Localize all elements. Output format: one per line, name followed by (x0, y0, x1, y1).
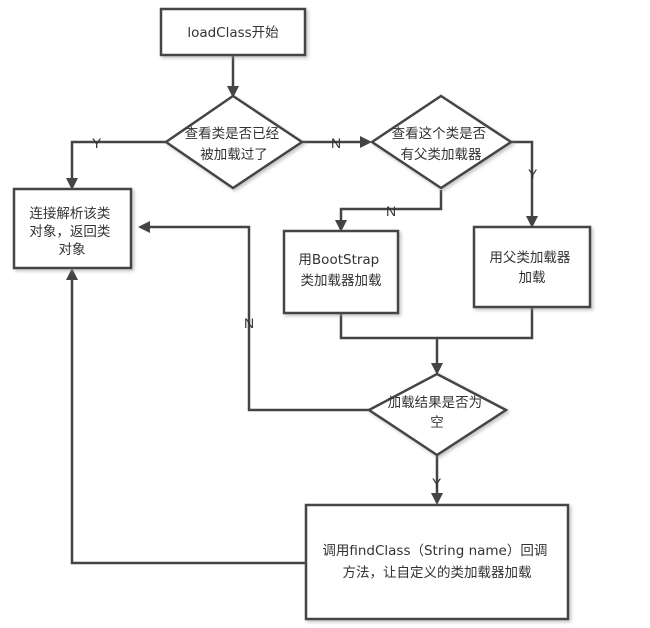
edge-label-result-no: N (244, 315, 254, 331)
edge-bootstrap-to-merge (339, 313, 439, 365)
start-node (159, 7, 307, 57)
arrowhead-down (431, 363, 443, 375)
edge-label-parent-no: N (386, 203, 396, 219)
check-parent-text: 查看这个类是否 有父类加载器 (392, 125, 491, 163)
edge-findclass-return (70, 278, 306, 565)
arrowhead-down (335, 220, 347, 232)
check-loaded-text: 查看类是否已经 被加载过了 (185, 126, 284, 163)
edge-result-no (148, 225, 369, 412)
check-parent-decision (369, 94, 514, 190)
edge-label-loaded-yes: Y (92, 135, 102, 151)
return-object-node (12, 187, 133, 270)
edge-label-loaded-no: N (331, 135, 341, 151)
arrowhead-left (138, 221, 150, 233)
parent-load-node (472, 225, 592, 309)
return-object-text: 连接解析该类 对象，返回类 对象 (29, 205, 114, 258)
bootstrap-load-text: 用BootStrap 类加载器加载 (298, 252, 383, 289)
parent-load-text: 用父类加载器 加载 (489, 250, 574, 286)
find-class-node (304, 503, 570, 621)
edge-parent-to-merge (437, 307, 534, 340)
arrowhead-down (526, 216, 538, 228)
result-empty-text: 加载结果是否为 空 (388, 395, 487, 431)
arrowhead-down (66, 178, 78, 190)
edge-loaded-yes (70, 140, 166, 180)
check-loaded-decision (163, 94, 305, 190)
edge-parent-yes (511, 140, 534, 218)
start-text: loadClass开始 (187, 25, 279, 41)
edge-parent-no (339, 190, 443, 222)
arrowhead-up (66, 268, 78, 280)
arrowhead-down (227, 86, 239, 98)
find-class-text: 调用findClass（String name）回调 方法，让自定义的类加载器加… (322, 543, 551, 581)
arrowhead-right (360, 136, 372, 148)
bootstrap-load-node (282, 229, 400, 315)
edge-label-result-yes: Y (432, 475, 442, 491)
edge-label-parent-yes: Y (528, 166, 538, 182)
result-empty-decision (366, 372, 509, 457)
arrowhead-down (431, 493, 443, 505)
